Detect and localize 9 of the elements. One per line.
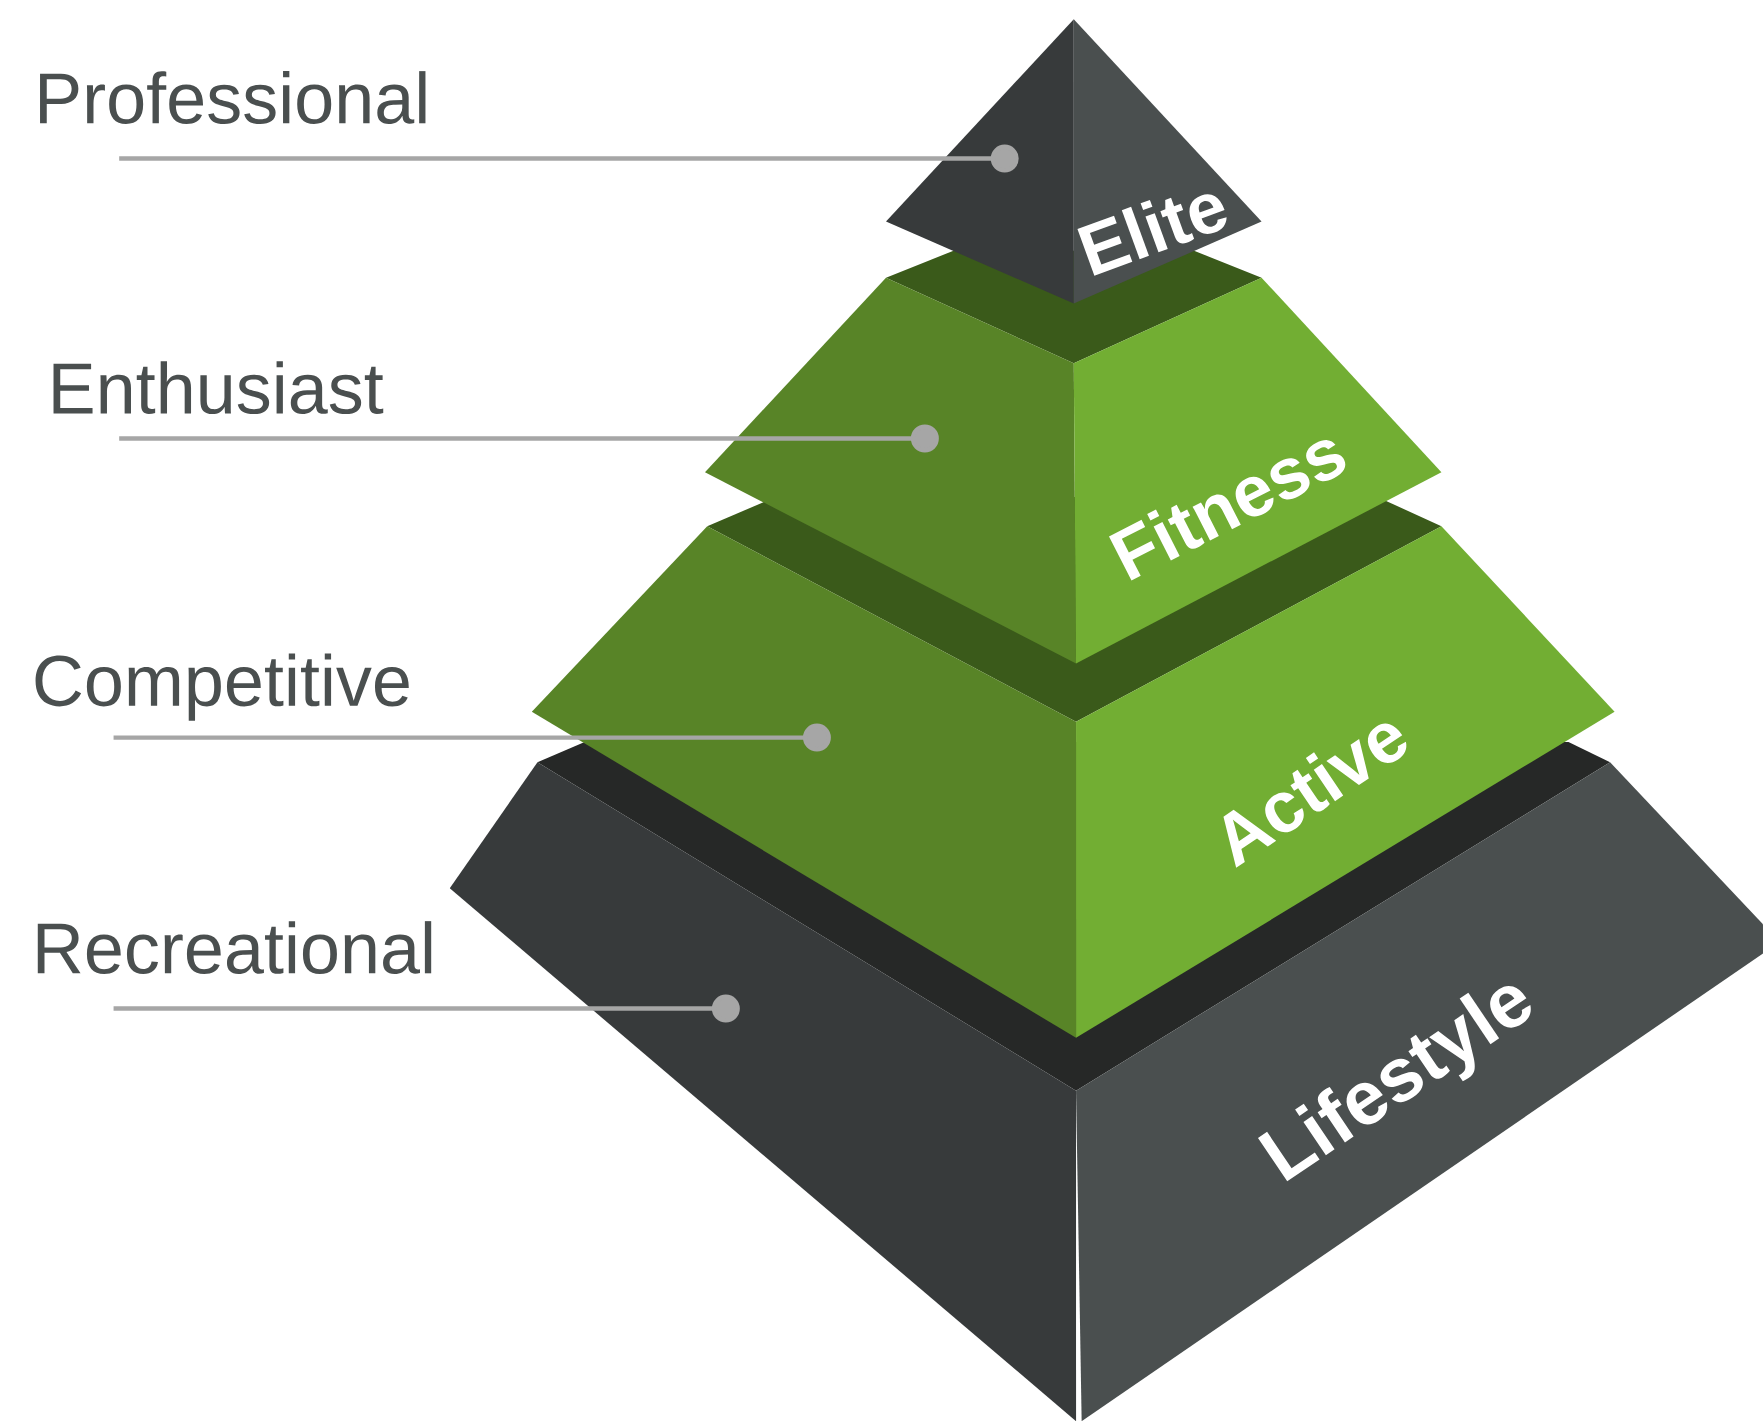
- leader-line: [113, 994, 740, 1023]
- tier-label: Competitive: [35, 653, 409, 721]
- tier-label: Recreational: [37, 921, 432, 974]
- leader-line: [119, 424, 939, 453]
- pyramid-layer: Elite: [886, 19, 1262, 304]
- leader-line: [119, 144, 1019, 173]
- leader-line: [113, 723, 831, 752]
- tier-label: Professional: [40, 71, 426, 124]
- tier-label: Enthusiast: [53, 361, 384, 414]
